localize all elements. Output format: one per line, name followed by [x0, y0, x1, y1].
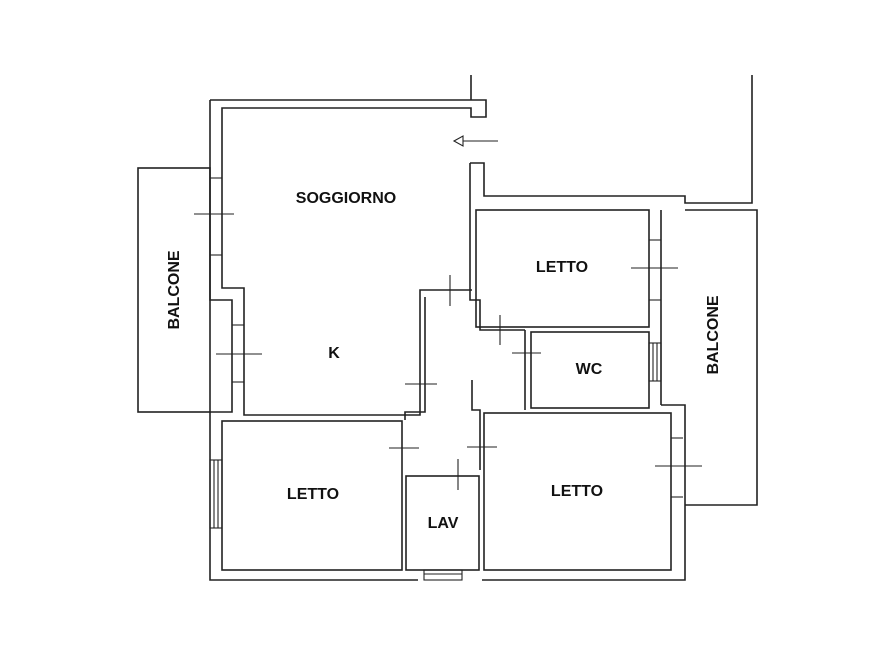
letto-right-walls	[483, 412, 702, 571]
room-label-letto-top: LETTO	[535, 259, 589, 276]
letto-left-walls	[209, 420, 403, 571]
corridor-walls	[389, 275, 497, 490]
room-label-wc: WC	[575, 361, 603, 378]
balcone-left-outline	[137, 167, 211, 413]
room-label-balcone-left: BALCONE	[166, 250, 183, 330]
room-label-letto-left: LETTO	[286, 486, 340, 503]
balcone-right-outline	[685, 209, 758, 506]
room-label-lav: LAV	[427, 515, 459, 532]
wc-walls	[512, 330, 662, 410]
lav-walls	[405, 475, 480, 581]
room-label-balcone-right: BALCONE	[705, 295, 722, 375]
room-label-soggiorno: SOGGIORNO	[295, 190, 397, 207]
room-label-letto-right: LETTO	[550, 483, 604, 500]
room-label-k: K	[328, 345, 340, 362]
entrance-arrow-icon	[452, 135, 498, 147]
